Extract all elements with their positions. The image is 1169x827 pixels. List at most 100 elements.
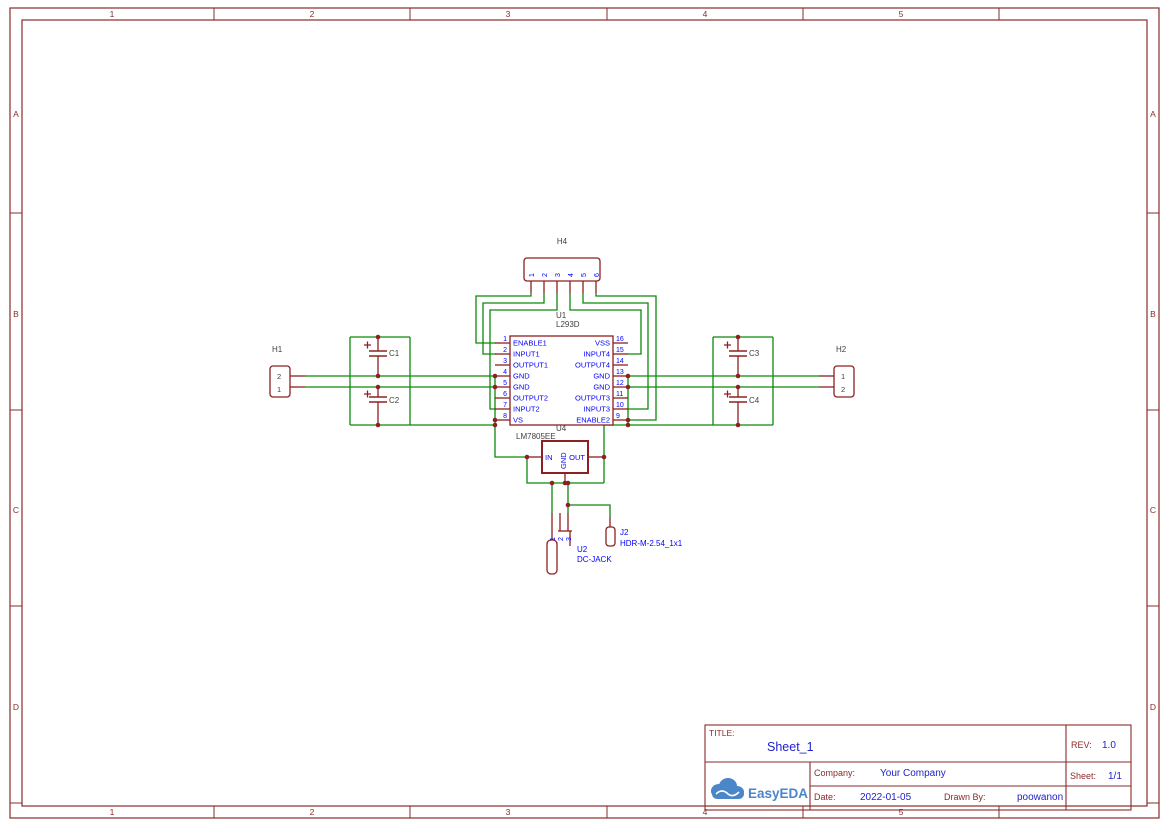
frame-inner-border <box>21 19 1148 807</box>
h4-body <box>523 257 601 282</box>
u1-value: L293D <box>556 320 580 329</box>
pin-number: 3 <box>555 273 562 277</box>
u2-value: DC-JACK <box>577 555 612 564</box>
sheet-label: Sheet: <box>1070 771 1096 781</box>
frame-row-label: C <box>13 505 19 515</box>
frame-col-label: 3 <box>506 807 511 817</box>
company-label: Company: <box>814 768 855 778</box>
pin-number: 2 <box>558 537 565 541</box>
pin-number: 12 <box>616 380 624 387</box>
date-label: Date: <box>814 792 836 802</box>
h4-ref: H4 <box>557 237 568 246</box>
c4-ref: C4 <box>749 396 760 405</box>
pin-name: OUTPUT3 <box>575 394 610 403</box>
component-c3[interactable]: C3 <box>724 337 760 376</box>
rev-value[interactable]: 1.0 <box>1102 740 1116 751</box>
wire[interactable] <box>482 293 545 355</box>
pin-number: 1 <box>529 273 536 277</box>
wire[interactable] <box>568 504 611 517</box>
c4-symbol <box>724 387 747 425</box>
pin-number: 2 <box>542 273 549 277</box>
wires[interactable] <box>305 293 819 517</box>
frame-col-label: 5 <box>899 807 904 817</box>
frame-col-label: 1 <box>110 9 115 19</box>
c3-ref: C3 <box>749 349 760 358</box>
component-j2-header[interactable]: J2 HDR-M-2.54_1x1 <box>605 517 683 548</box>
pin-name: GND <box>593 383 610 392</box>
frame-outer-border <box>9 7 1160 819</box>
u2-ref: U2 <box>577 545 588 554</box>
u1-right-pins <box>613 342 628 421</box>
pin-number: 6 <box>503 391 507 398</box>
pin-number: 11 <box>616 391 623 398</box>
title-block[interactable]: TITLE: Sheet_1 REV: 1.0 Company: Your Co… <box>704 724 1132 811</box>
component-u4-regulator[interactable]: U4 LM7805EE IN OUT GND <box>516 424 604 483</box>
component-h1-connector[interactable]: H1 2 1 <box>269 345 305 398</box>
u1-ref: U1 <box>556 311 567 320</box>
pin-name: OUTPUT4 <box>575 361 610 370</box>
pin-number: 9 <box>616 413 620 420</box>
component-h2-connector[interactable]: H2 1 2 <box>819 345 855 398</box>
component-c2[interactable]: C2 <box>364 387 400 425</box>
c2-ref: C2 <box>389 396 400 405</box>
date-value[interactable]: 2022-01-05 <box>860 792 912 803</box>
frame-row-label: A <box>13 109 19 119</box>
polarity-plus-icon <box>724 390 731 398</box>
pin-name: IN <box>545 453 553 462</box>
h4-pins <box>530 281 597 293</box>
pin-number: 4 <box>568 273 575 277</box>
wire[interactable] <box>494 376 527 458</box>
h2-pins <box>819 375 834 388</box>
company-value[interactable]: Your Company <box>880 768 946 779</box>
frame-col-label: 5 <box>899 9 904 19</box>
frame-row-label: C <box>1150 505 1156 515</box>
component-c4[interactable]: C4 <box>724 387 760 425</box>
wire[interactable] <box>569 293 642 355</box>
sheet-frame: 1 2 3 4 5 1 2 3 4 5 A B C D A B C D <box>9 7 1160 819</box>
polarity-plus-icon <box>724 341 731 349</box>
pin-number: 6 <box>594 273 601 277</box>
drawn-by-label: Drawn By: <box>944 792 986 802</box>
drawn-by-value[interactable]: poowanon <box>1017 792 1063 803</box>
title-label: TITLE: <box>709 728 735 738</box>
u2-symbol <box>546 513 572 575</box>
c1-symbol <box>364 337 387 376</box>
frame-col-label: 4 <box>703 9 708 19</box>
wire[interactable] <box>582 293 649 410</box>
frame-col-label: 2 <box>310 9 315 19</box>
frame-col-label: 2 <box>310 807 315 817</box>
pin-name: GND <box>513 372 530 381</box>
component-u2-dc-jack[interactable]: 1 2 3 U2 DC-JACK <box>546 513 612 575</box>
pin-name: GND <box>513 383 530 392</box>
pin-name: ENABLE1 <box>513 339 547 348</box>
pin-number: 1 <box>503 336 507 343</box>
pin-number: 15 <box>616 347 624 354</box>
j2-value: HDR-M-2.54_1x1 <box>620 539 683 548</box>
u4-value: LM7805EE <box>516 432 556 441</box>
pin-name: OUT <box>569 453 585 462</box>
h2-body <box>833 365 855 398</box>
c2-symbol <box>364 387 387 425</box>
wire[interactable] <box>526 457 604 484</box>
pin-name: INPUT2 <box>513 405 540 414</box>
pin-number: 2 <box>503 347 507 354</box>
frame-row-label: B <box>13 309 19 319</box>
pin-name: INPUT4 <box>583 350 610 359</box>
pin-name: GND <box>559 452 568 469</box>
component-u1-l293d[interactable]: U1 L293D 1 2 3 4 5 6 7 8 ENABLE1 INPUT1 … <box>495 311 628 426</box>
h1-pins <box>290 375 305 388</box>
h1-ref: H1 <box>272 345 283 354</box>
sheet-value[interactable]: 1/1 <box>1108 771 1122 782</box>
wire[interactable] <box>489 293 558 410</box>
pin-number: 1 <box>841 372 845 381</box>
c1-ref: C1 <box>389 349 400 358</box>
sheet-title[interactable]: Sheet_1 <box>767 740 814 754</box>
pin-name: VS <box>513 416 523 425</box>
wire[interactable] <box>595 293 657 421</box>
component-c1[interactable]: C1 <box>364 337 400 376</box>
pin-number: 3 <box>566 537 573 541</box>
component-h4-header[interactable]: H4 1 2 3 4 5 6 <box>523 237 601 293</box>
pin-name: VSS <box>595 339 610 348</box>
